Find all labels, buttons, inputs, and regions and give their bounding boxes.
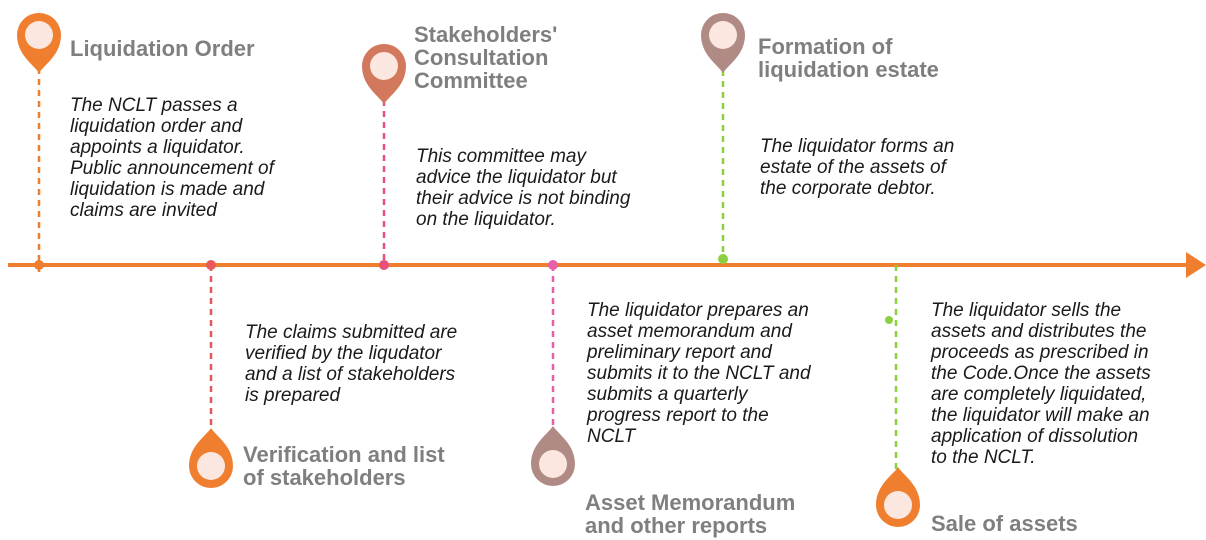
marker-asset-memorandum bbox=[548, 260, 558, 270]
pin-icon-verification bbox=[189, 428, 233, 488]
step-desc-consultation: This committee may advice the liquidator… bbox=[416, 146, 631, 230]
pin-icon-formation bbox=[701, 13, 745, 73]
step-title-asset-memorandum: Asset Memorandum and other reports bbox=[585, 490, 796, 538]
pin-icon-liquidation-order bbox=[17, 13, 61, 73]
step-desc-sale: The liquidator sells the assets and dist… bbox=[931, 300, 1151, 468]
step-title-verification: Verification and list of stakeholders bbox=[243, 442, 445, 490]
step-title-liquidation-order: Liquidation Order bbox=[70, 36, 255, 61]
step-title-sale: Sale of assets bbox=[931, 511, 1078, 536]
pin-icon-consultation bbox=[362, 44, 406, 104]
step-title-consultation: Stakeholders' Consultation Committee bbox=[414, 22, 558, 93]
step-title-formation: Formation of liquidation estate bbox=[758, 34, 939, 82]
marker-consultation bbox=[379, 260, 389, 270]
timeline-arrowhead bbox=[1186, 252, 1206, 278]
step-desc-liquidation-order: The NCLT passes a liquidation order and … bbox=[70, 95, 274, 221]
marker-formation bbox=[718, 254, 728, 264]
step-desc-verification: The claims submitted are verified by the… bbox=[245, 322, 458, 406]
pin-icon-asset-memorandum bbox=[531, 426, 575, 486]
step-desc-formation: The liquidator forms an estate of the as… bbox=[760, 136, 955, 199]
marker-liquidation-order bbox=[34, 260, 44, 270]
step-desc-asset-memorandum: The liquidator prepares an asset memoran… bbox=[587, 300, 811, 447]
marker-sale bbox=[885, 316, 893, 324]
pin-icon-sale bbox=[876, 467, 920, 527]
marker-verification bbox=[206, 260, 216, 270]
